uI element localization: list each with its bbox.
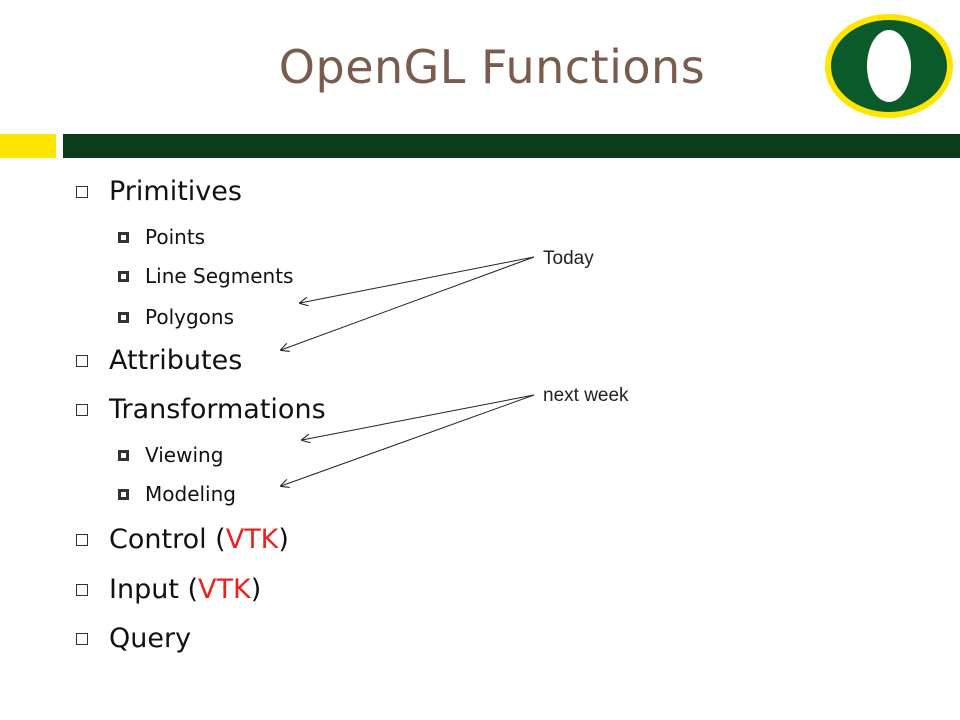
- hollow-square-bullet-icon: [76, 403, 88, 416]
- bullet-control: Control (VTK): [76, 524, 289, 555]
- bullet-attributes: Attributes: [76, 345, 242, 376]
- bullet-label: Attributes: [109, 345, 243, 376]
- filled-square-bullet-icon: [118, 311, 129, 323]
- bullet-label: Primitives: [109, 176, 242, 207]
- sub-bullet-modeling: Modeling: [118, 482, 236, 506]
- vtk-highlight: VTK: [198, 574, 251, 605]
- hollow-square-bullet-icon: [76, 632, 88, 645]
- filled-square-bullet-icon: [118, 449, 129, 461]
- bullet-suffix: ): [278, 524, 289, 555]
- hollow-square-bullet-icon: [76, 583, 88, 596]
- sub-bullet-points: Points: [118, 225, 205, 249]
- sub-bullet-label: Modeling: [145, 482, 236, 506]
- sub-bullet-label: Viewing: [145, 443, 224, 467]
- hollow-square-bullet-icon: [76, 185, 88, 198]
- bullet-transformations: Transformations: [76, 394, 326, 425]
- accent-bar-yellow: [0, 134, 56, 158]
- bullet-primitives: Primitives: [76, 176, 242, 207]
- filled-square-bullet-icon: [118, 231, 129, 243]
- annotation-next-week: next week: [543, 385, 629, 406]
- arrow-today-to-attributes: [281, 256, 535, 350]
- vtk-highlight: VTK: [225, 524, 279, 555]
- bullet-label: Query: [109, 623, 192, 654]
- hollow-square-bullet-icon: [76, 533, 88, 546]
- sub-bullet-polygons: Polygons: [118, 305, 234, 329]
- bullet-suffix: ): [250, 574, 262, 605]
- arrow-today-to-line-segments: [300, 256, 535, 303]
- filled-square-bullet-icon: [118, 488, 129, 500]
- oregon-o-logo-icon: [825, 14, 953, 118]
- bullet-label: Control (: [109, 524, 226, 555]
- sub-bullet-label: Polygons: [145, 305, 235, 329]
- annotation-today: Today: [543, 248, 594, 269]
- accent-bar-green: [63, 134, 960, 158]
- bullet-input: Input (VTK): [76, 574, 261, 605]
- bullet-query: Query: [76, 623, 191, 654]
- bullet-label: Transformations: [109, 394, 326, 425]
- sub-bullet-line-segments: Line Segments: [118, 264, 293, 288]
- bullet-label: Input (: [109, 574, 199, 605]
- arrow-next-week-to-transformations: [302, 394, 535, 440]
- arrow-next-week-to-modeling: [281, 394, 535, 486]
- sub-bullet-viewing: Viewing: [118, 443, 223, 467]
- hollow-square-bullet-icon: [76, 354, 88, 367]
- slide-title: OpenGL Functions: [278, 40, 706, 94]
- sub-bullet-label: Points: [145, 225, 206, 249]
- filled-square-bullet-icon: [118, 270, 129, 282]
- sub-bullet-label: Line Segments: [145, 264, 294, 288]
